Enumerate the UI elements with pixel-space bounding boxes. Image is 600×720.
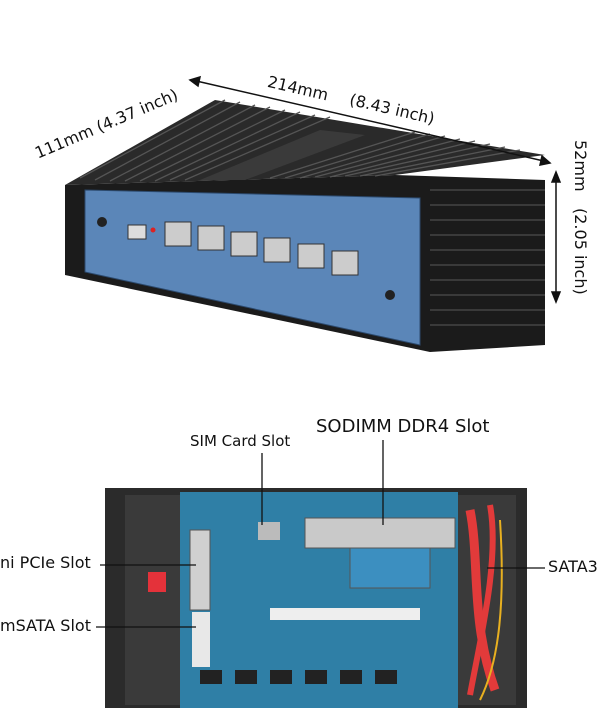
msata-slot-label: mSATA Slot [0,616,91,635]
dc-jack [127,224,147,240]
minipcie-slot [189,529,211,611]
sodimm-slot-label: SODIMM DDR4 Slot [316,416,490,437]
msata-slot [192,612,210,667]
ethernet-ports [164,221,359,276]
front-panel [84,189,421,346]
sodimm-slot [304,517,456,549]
sim-card-slot-label: SIM Card Slot [190,432,291,450]
power-button [97,217,107,227]
led-icon [150,227,156,233]
callout-lines [96,440,545,628]
mini-pc-device [65,99,545,352]
sata-cable [465,509,500,692]
sata3-label: SATA3 [548,557,598,576]
reset-button [385,290,395,300]
sim-slot [258,522,280,540]
red-connector [148,572,166,592]
dimension-arrows [188,75,562,305]
height-label: 52mm [571,140,590,192]
height-inch-label: (2.05 inch) [571,208,590,295]
ram-module [349,547,431,589]
minipcie-slot-label: ni PCIe Slot [0,553,91,572]
opened-chassis [105,488,527,708]
